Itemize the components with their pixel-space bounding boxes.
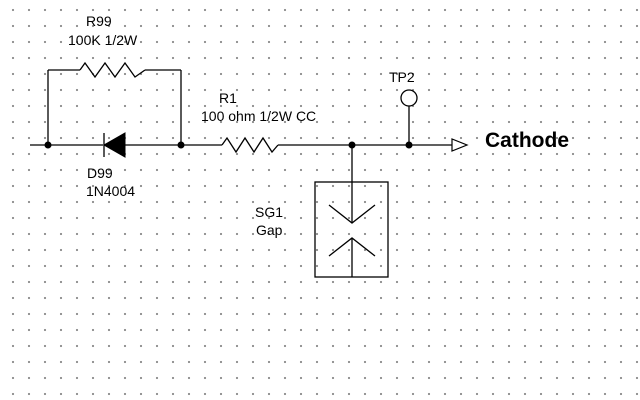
- tp2-ref-label: TP2: [389, 69, 415, 85]
- r99-ref-label: R99: [86, 13, 112, 29]
- junction-dot: [177, 141, 185, 149]
- d99-ref-label: D99: [87, 165, 113, 181]
- junction-dot: [44, 141, 52, 149]
- r1-value-label: 100 ohm 1/2W CC: [201, 108, 317, 124]
- spark-gap-upper-chevron: [328, 204, 376, 224]
- net-label-cathode: Cathode: [485, 129, 569, 152]
- r1-ref-label: R1: [219, 90, 237, 106]
- r99-value-label: 100K 1/2W: [68, 32, 138, 48]
- diode-d99-triangle: [102, 132, 126, 158]
- resistor-r1: [221, 136, 279, 154]
- junction-dot: [405, 141, 413, 149]
- test-point-tp2: [400, 89, 418, 107]
- output-arrow-icon: [451, 138, 469, 152]
- sg1-value-label: Gap: [256, 222, 283, 238]
- sg1-ref-label: SG1: [255, 204, 284, 220]
- junction-dot: [348, 141, 356, 149]
- resistor-r99: [79, 61, 146, 79]
- d99-value-label: 1N4004: [86, 183, 136, 199]
